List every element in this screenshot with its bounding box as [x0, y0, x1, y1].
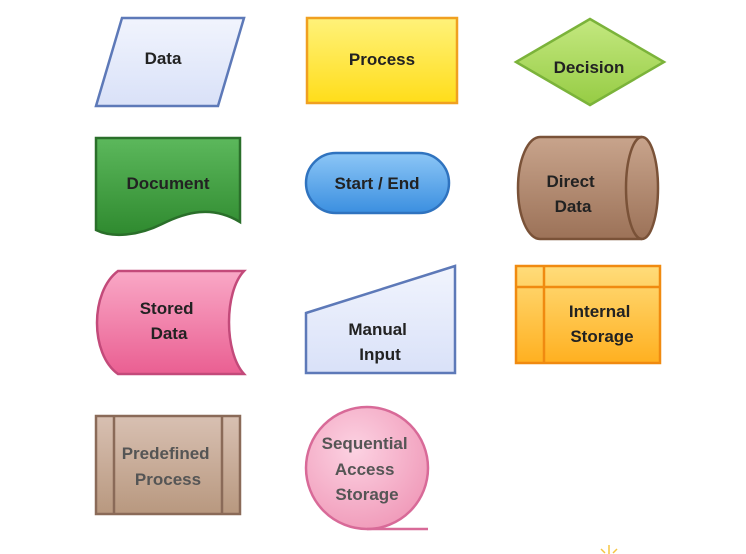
decision-shape	[513, 17, 667, 107]
internal-storage-shape	[514, 264, 662, 365]
manual-input-shape	[304, 264, 457, 375]
internal-storage-symbol: Internal Storage	[514, 264, 662, 365]
data-shape	[94, 16, 246, 108]
sequential-access-storage-label: Sequential Access Storage	[322, 434, 413, 504]
manual-input-symbol: Manual Input	[304, 264, 457, 375]
stored-data-shape	[95, 269, 247, 376]
document-shape	[94, 136, 242, 236]
stored-data-label: Stored Data	[140, 299, 199, 343]
process-shape	[305, 16, 459, 105]
manual-input-label: Manual Input	[348, 320, 411, 364]
document-label: Document	[126, 174, 209, 193]
sequential-access-storage-symbol: Sequential Access Storage	[304, 405, 430, 531]
direct-data-symbol: Direct Data	[516, 135, 660, 241]
data-label: Data	[145, 49, 182, 68]
data-symbol: Data	[94, 16, 246, 108]
internal-storage-label: Internal Storage	[569, 302, 635, 346]
direct-data-label: Direct Data	[547, 172, 600, 216]
start-end-shape	[304, 151, 451, 215]
document-symbol: Document	[94, 136, 242, 236]
stored-data-symbol: Stored Data	[95, 269, 247, 376]
process-label: Process	[349, 50, 415, 69]
start-end-symbol: Start / End	[304, 151, 451, 215]
direct-data-end-curve	[624, 135, 643, 241]
predefined-process-symbol: Predefined Process	[94, 414, 242, 516]
decision-label: Decision	[554, 58, 625, 77]
process-symbol: Process	[305, 16, 459, 105]
predefined-process-shape	[94, 414, 242, 516]
decision-symbol: Decision	[513, 17, 667, 107]
predefined-process-label: Predefined Process	[122, 444, 215, 489]
sparkle-icon	[600, 545, 618, 554]
start-end-label: Start / End	[334, 174, 419, 193]
